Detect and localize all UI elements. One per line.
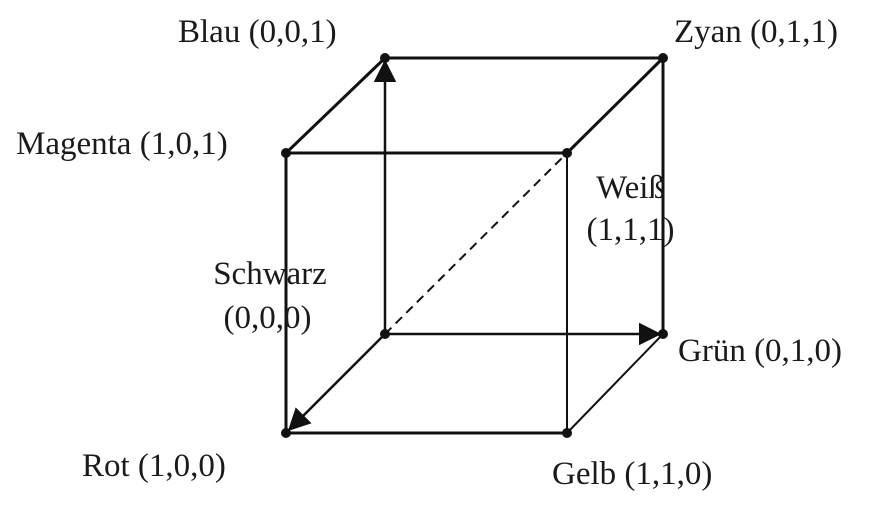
vertex-rot [281, 428, 291, 438]
vertex-gruen [658, 329, 668, 339]
label-schwarz-name: Schwarz [213, 256, 327, 292]
label-magenta: Magenta (1,0,1) [16, 126, 228, 162]
label-schwarz-coords: (0,0,0) [223, 300, 312, 336]
label-weiss-name: Weiß [596, 170, 665, 206]
vertex-blau [380, 53, 390, 63]
edge-gelb-gruen [566, 333, 664, 434]
vertex-gelb [562, 428, 572, 438]
vertex-schwarz [380, 329, 390, 339]
edge-weiss-zyan [565, 56, 665, 155]
diagonal-schwarz-weiss [384, 152, 568, 335]
edge-magenta-blau [284, 56, 387, 155]
label-zyan: Zyan (0,1,1) [674, 14, 839, 50]
vertex-zyan [658, 53, 668, 63]
vertex-magenta [281, 148, 291, 158]
label-weiss-coords: (1,1,1) [586, 212, 675, 248]
label-rot: Rot (1,0,0) [82, 448, 226, 484]
label-blau: Blau (0,0,1) [178, 14, 337, 50]
label-gruen: Grün (0,1,0) [678, 333, 843, 369]
label-gelb: Gelb (1,1,0) [552, 456, 713, 492]
vertex-weiss [562, 148, 572, 158]
axis-arrow-rot [287, 333, 386, 432]
